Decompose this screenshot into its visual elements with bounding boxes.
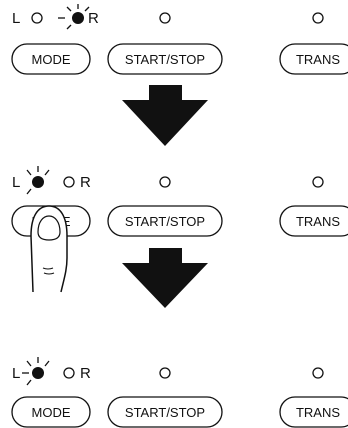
trans-button[interactable]: TRANS <box>279 43 348 75</box>
step-3: L R MODE START/STOP TRANS <box>11 357 348 428</box>
down-arrow-2 <box>122 248 208 308</box>
mode-button[interactable]: MODE <box>11 43 91 75</box>
lamp-trans <box>312 12 324 24</box>
label-l: L <box>12 365 20 382</box>
trans-button-label: TRANS <box>296 405 340 420</box>
label-r: R <box>80 174 91 191</box>
start-stop-button-label: START/STOP <box>125 52 205 67</box>
start-stop-button-label: START/STOP <box>125 405 205 420</box>
lamp-start-stop <box>159 176 171 188</box>
lamp-start-stop <box>159 367 171 379</box>
mode-button[interactable]: MODE <box>11 396 91 428</box>
start-stop-button[interactable]: START/STOP <box>107 43 223 75</box>
trans-button-label: TRANS <box>296 52 340 67</box>
finger-pressing-mode <box>30 205 68 293</box>
down-arrow-1 <box>122 85 208 146</box>
trans-button[interactable]: TRANS <box>279 396 348 428</box>
label-l: L <box>12 10 20 27</box>
lamp-r-unlit <box>63 367 75 379</box>
mode-button-label: MODE <box>32 52 71 67</box>
lamp-trans <box>312 367 324 379</box>
label-l: L <box>12 174 20 191</box>
start-stop-button[interactable]: START/STOP <box>107 205 223 237</box>
start-stop-button[interactable]: START/STOP <box>107 396 223 428</box>
start-stop-button-label: START/STOP <box>125 214 205 229</box>
trans-button[interactable]: TRANS <box>279 205 348 237</box>
label-r: R <box>80 365 91 382</box>
lamp-r-lit <box>58 4 90 30</box>
lamp-r-unlit <box>63 176 75 188</box>
step-1: L R MODE START/STOP TRANS <box>11 4 348 75</box>
lamp-start-stop <box>159 12 171 24</box>
lamp-l-lit <box>22 357 50 386</box>
mode-button-label: MODE <box>32 405 71 420</box>
label-r: R <box>88 10 99 27</box>
lamp-l-lit <box>26 166 50 195</box>
trans-button-label: TRANS <box>296 214 340 229</box>
step-2: L R MODE START/STOP TRANS <box>11 166 348 293</box>
lamp-l-unlit <box>31 12 43 24</box>
lamp-trans <box>312 176 324 188</box>
